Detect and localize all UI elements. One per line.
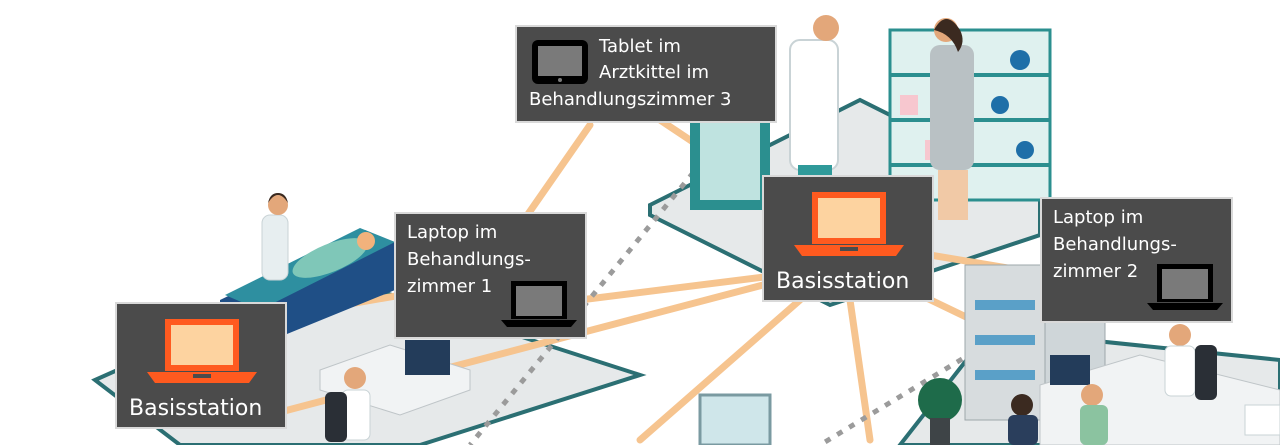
receptionist-body	[1164, 345, 1196, 397]
laptop-1-node-label: Laptop im Behandlungs- zimmer 1	[394, 212, 587, 339]
plant-pot	[930, 418, 950, 445]
laptop-2-icon	[1147, 264, 1223, 310]
tablet-node-label: Tablet im Arztkittel im Behandlungszimme…	[515, 25, 777, 123]
staff-body	[1008, 415, 1038, 445]
flask	[1016, 141, 1034, 159]
office-chair	[325, 392, 347, 442]
staff-head	[1011, 394, 1033, 416]
wireless-link	[846, 296, 874, 444]
tablet-label-line-1: Tablet im	[599, 36, 681, 57]
center-bottom-monitor	[698, 393, 772, 445]
laptop-2-label-line-3: zimmer 2	[1053, 261, 1139, 282]
base-station-laptop-icon	[794, 192, 904, 256]
nurse-hair	[268, 193, 288, 203]
tablet-label-line-3: Behandlungszimmer 3	[529, 89, 732, 110]
visitor-body	[1080, 405, 1108, 445]
nurse-center-body	[930, 45, 974, 170]
laptop-2-label-line-1: Laptop im	[1053, 207, 1144, 228]
first-aid-box	[1244, 404, 1280, 436]
doctor-center-legs	[798, 165, 832, 175]
plant-foliage	[918, 378, 962, 422]
doctor-center-head	[813, 15, 839, 41]
center-room-furniture	[690, 15, 1052, 220]
nurse-body	[261, 214, 289, 281]
laptop-1-label-line-1: Laptop im	[407, 222, 498, 243]
base-station-left-label: Basisstation	[129, 396, 263, 421]
flask	[991, 96, 1009, 114]
box	[900, 95, 918, 115]
base-station-center-label: Basisstation	[776, 269, 910, 294]
base-station-laptop-icon	[147, 319, 257, 383]
wireless-link	[636, 296, 804, 444]
receptionist-head	[1169, 324, 1191, 346]
right-monitor	[1050, 355, 1090, 385]
nurse-head	[268, 195, 288, 215]
tablet-label-line-2: Arztkittel im	[599, 62, 710, 83]
laptop-1-label-line-3: zimmer 1	[407, 276, 493, 297]
laptop-1-icon	[501, 281, 577, 327]
wired-links	[468, 138, 1012, 445]
base-station-left-node: Basisstation	[115, 302, 287, 429]
doctor-left-head	[344, 367, 366, 389]
nurse-center-legs	[938, 170, 968, 220]
laptop-1-label-line-2: Behandlungs-	[407, 249, 531, 270]
patient	[292, 238, 368, 278]
flask	[1010, 50, 1030, 70]
laptop-2-label-line-2: Behandlungs-	[1053, 234, 1177, 255]
medicine-row	[975, 370, 1035, 380]
visitor-head	[1081, 384, 1103, 406]
patient-head	[357, 232, 375, 250]
medicine-row	[975, 335, 1035, 345]
left-monitor	[405, 340, 450, 375]
left-room-furniture	[220, 193, 471, 442]
nurse-center-hair	[934, 19, 963, 52]
receptionist-chair	[1195, 345, 1217, 400]
laptop-2-node-label: Laptop im Behandlungs- zimmer 2	[1040, 197, 1233, 323]
wired-link	[468, 138, 722, 445]
medicine-row	[975, 300, 1035, 310]
doctor-center-body	[789, 39, 839, 171]
wired-link	[818, 327, 1012, 445]
tablet-icon	[532, 40, 588, 84]
base-station-center-node: Basisstation	[762, 175, 934, 302]
